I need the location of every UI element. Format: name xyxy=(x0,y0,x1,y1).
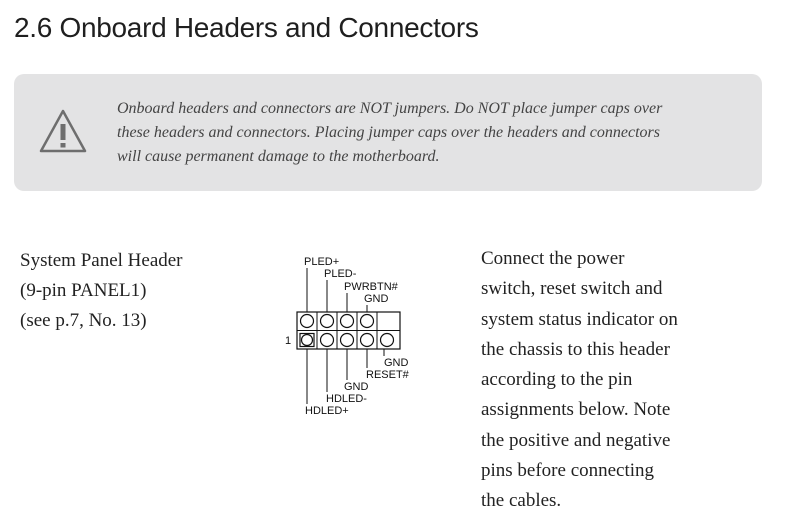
header-name: System Panel Header xyxy=(20,250,183,271)
description-line: pins before connecting xyxy=(481,460,655,482)
description-line: system status indicator on xyxy=(481,308,678,330)
header-description: Connect the power switch, reset switch a… xyxy=(481,244,781,517)
caution-text: Onboard headers and connectors are NOT j… xyxy=(117,97,717,169)
pin-diagram-svg: PLED+ PLED- PWRBTN# GND xyxy=(285,256,410,417)
description-line: switch, reset switch and xyxy=(481,278,663,300)
description-line: the positive and negative xyxy=(481,429,671,451)
caution-line: Onboard headers and connectors are NOT j… xyxy=(117,100,663,117)
label-gnd-bottom: GND xyxy=(384,357,409,369)
warning-triangle-icon xyxy=(39,109,87,153)
pin-1-square xyxy=(299,332,315,348)
label-pled-plus: PLED+ xyxy=(304,256,339,268)
label-gnd-top: GND xyxy=(364,293,389,305)
caution-box: Onboard headers and connectors are NOT j… xyxy=(14,74,762,191)
label-pwrbtn: PWRBTN# xyxy=(344,281,399,293)
description-line: the cables. xyxy=(481,490,562,512)
top-leader-lines xyxy=(306,268,385,404)
description-line: Connect the power xyxy=(481,248,625,269)
label-hdled-minus: HDLED- xyxy=(326,393,367,405)
header-pin-count: (9-pin PANEL1) xyxy=(20,280,147,301)
label-gnd-bottom-2: GND xyxy=(344,381,369,393)
caution-line: will cause permanent damage to the mothe… xyxy=(117,148,440,165)
pin1-label: 1 xyxy=(285,335,291,347)
caution-line: these headers and connectors. Placing ju… xyxy=(117,124,660,141)
label-hdled-plus: HDLED+ xyxy=(305,405,349,417)
pins-top-row xyxy=(299,313,375,329)
pin-diagram: PLED+ PLED- PWRBTN# GND xyxy=(280,250,420,424)
label-pled-minus: PLED- xyxy=(324,268,357,280)
description-line: assignments below. Note xyxy=(481,399,671,421)
header-info: System Panel Header (9-pin PANEL1) (see … xyxy=(20,246,183,336)
description-line: the chassis to this header xyxy=(481,338,670,360)
description-line: according to the pin xyxy=(481,369,633,391)
label-reset: RESET# xyxy=(366,369,410,381)
page-title: 2.6 Onboard Headers and Connectors xyxy=(14,12,479,43)
header-reference: (see p.7, No. 13) xyxy=(20,310,147,331)
pins-bottom-row xyxy=(300,332,395,348)
